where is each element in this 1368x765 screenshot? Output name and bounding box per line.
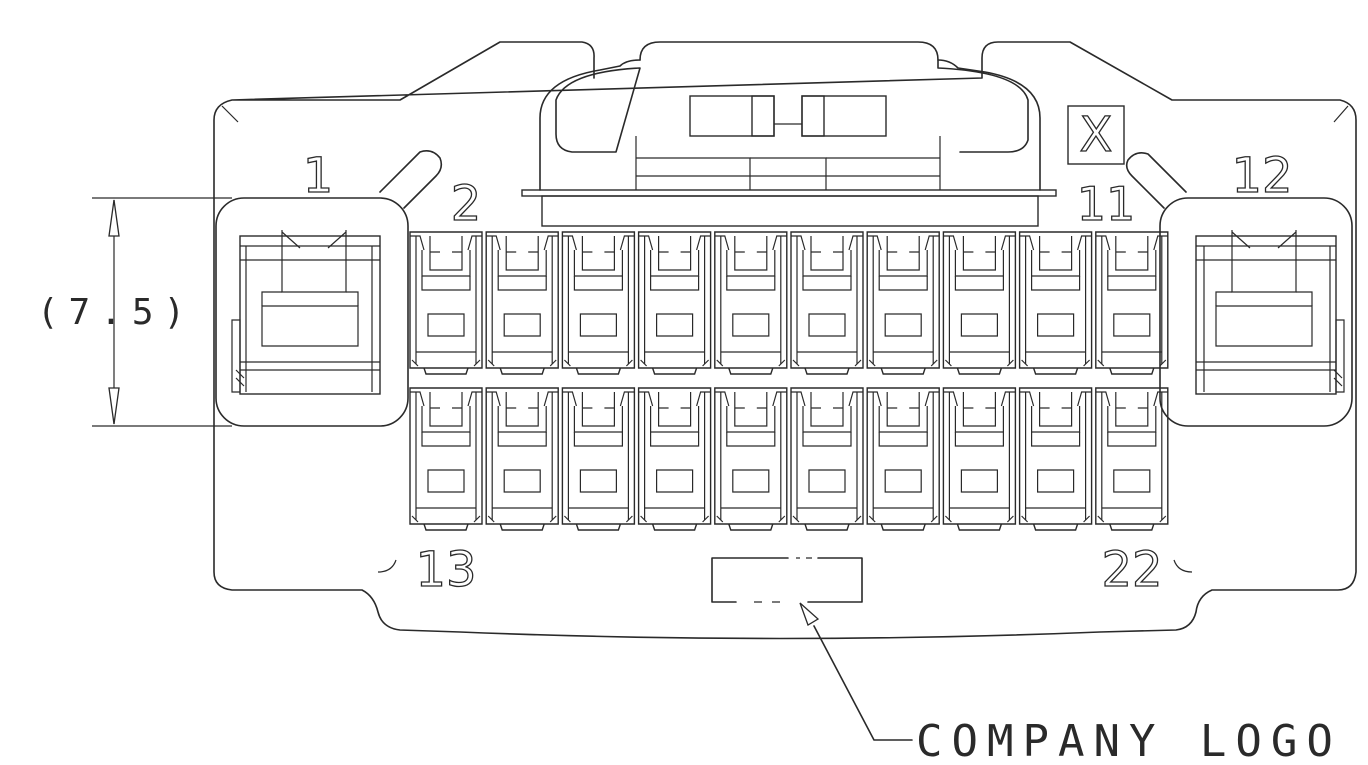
- keying-mark-text: X: [1080, 107, 1113, 163]
- terminal-cavity: [790, 387, 864, 531]
- logo-placement-box: [711, 557, 863, 603]
- terminal-cavity: [1095, 231, 1169, 375]
- guide-post-left: [379, 150, 443, 209]
- terminal-cavity: [485, 387, 559, 531]
- pin-label-11: 11: [1077, 177, 1136, 231]
- terminal-cavity: [637, 231, 712, 375]
- top-latch: [521, 41, 1057, 227]
- cavity-grid: [409, 231, 1169, 531]
- pin-label-13: 13: [415, 542, 476, 598]
- terminal-cavity: [485, 231, 559, 375]
- terminal-cavity: [866, 231, 940, 375]
- terminal-cavity: [790, 231, 864, 375]
- housing-corner-left: [221, 105, 239, 123]
- terminal-cavity: [1018, 387, 1093, 531]
- housing-notch-right: [1173, 559, 1193, 573]
- terminal-cavity: [866, 387, 940, 531]
- pin-label-22: 22: [1101, 542, 1162, 598]
- terminal-cavity: [1095, 387, 1169, 531]
- pin-label-2: 2: [451, 176, 482, 232]
- logo-callout-leader: [799, 602, 913, 741]
- dimension-label: (7.5): [37, 292, 195, 333]
- terminal-cavity: [561, 387, 636, 531]
- terminal-cavity: [561, 231, 636, 375]
- terminal-cavity: [942, 231, 1017, 375]
- end-cavity-left: [215, 197, 409, 427]
- terminal-cavity: [942, 387, 1017, 531]
- logo-callout-label: COMPANY LOGO: [916, 716, 1342, 765]
- terminal-cavity: [1018, 231, 1093, 375]
- dimension-height: [92, 197, 232, 427]
- housing-notch-left: [377, 559, 397, 573]
- terminal-cavity: [637, 387, 712, 531]
- terminal-cavity: [714, 231, 788, 375]
- keying-mark-box: [1067, 105, 1125, 165]
- pin-label-12: 12: [1231, 148, 1292, 204]
- guide-post-right: [1125, 152, 1187, 209]
- terminal-cavity: [714, 387, 788, 531]
- end-cavity-right: [1159, 197, 1353, 427]
- housing-corner-right: [1333, 105, 1349, 123]
- terminal-cavity: [409, 231, 483, 375]
- terminal-cavity: [409, 387, 483, 531]
- housing-outline: [213, 41, 1357, 640]
- pin-label-1: 1: [303, 148, 334, 204]
